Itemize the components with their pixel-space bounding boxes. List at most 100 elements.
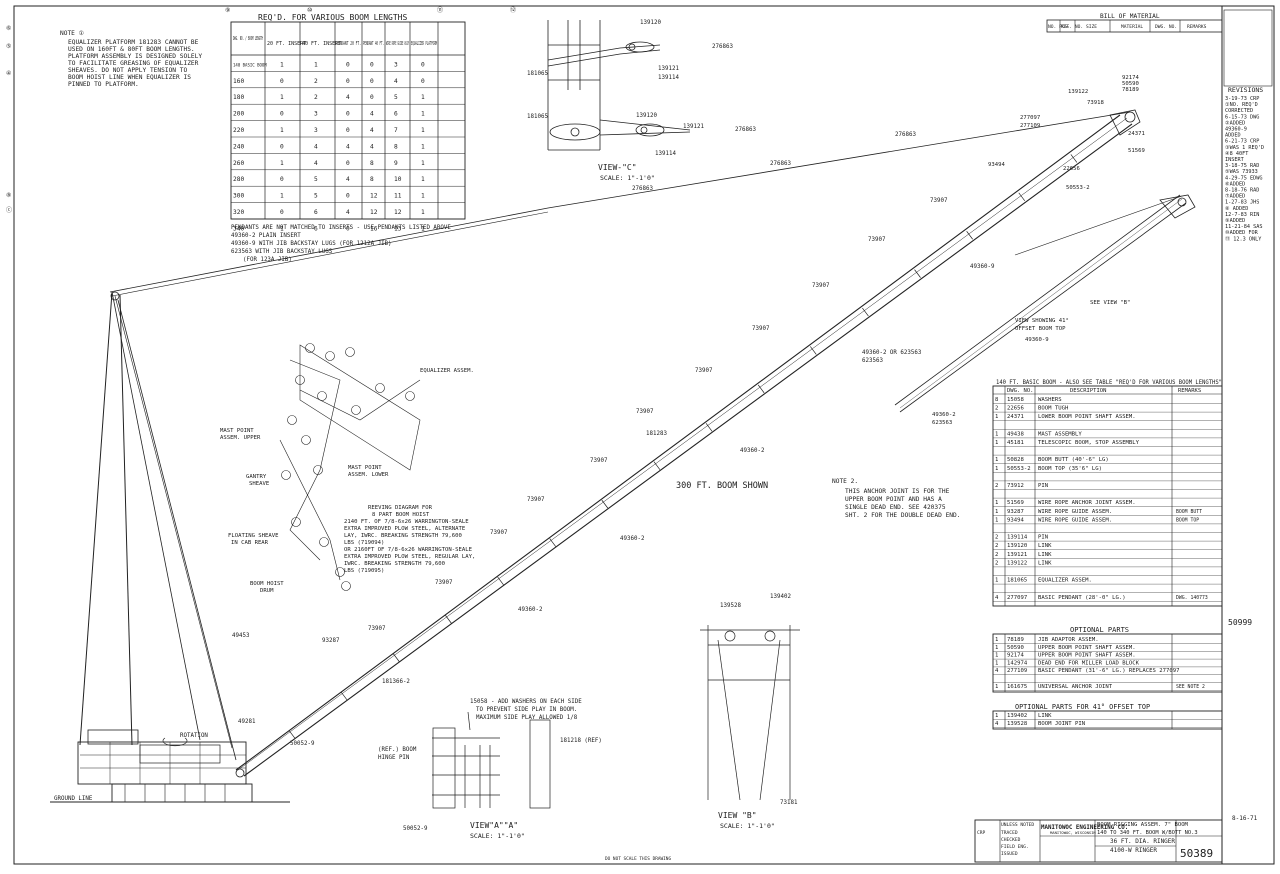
lengths-cell: 10 bbox=[394, 176, 402, 183]
callout-label: 139528 bbox=[720, 603, 741, 609]
sheave bbox=[341, 581, 351, 591]
svg-text:⑪: ⑪ bbox=[437, 6, 443, 14]
mast-point-upper-label: ASSEM. UPPER bbox=[220, 435, 261, 441]
sheave bbox=[313, 465, 323, 475]
reeving-note-line: LBS (719095) bbox=[344, 568, 384, 574]
revision-entry: ⑦ADDED bbox=[1225, 194, 1245, 200]
boom-hoist-drum-label: DRUM bbox=[260, 588, 274, 594]
lengths-col-header: PENDANT 40 FT. bbox=[363, 41, 384, 47]
optional_parts-cell: 78189 bbox=[1007, 637, 1024, 643]
callout-label: 49360-9 bbox=[1025, 337, 1049, 343]
washer-note-line: 15058 - ADD WASHERS ON EACH SIDE bbox=[470, 699, 582, 705]
lengths-cell: 0 bbox=[346, 193, 350, 200]
washer-note-line: MAXIMUM SIDE PLAY ALLOWED 1/8 bbox=[476, 715, 578, 721]
lengths-cell: 180 bbox=[233, 94, 244, 101]
svg-text:⑫: ⑫ bbox=[510, 6, 516, 14]
gantry-sheave-label: SHEAVE bbox=[249, 481, 270, 487]
gantry-sheave-label: GANTRY bbox=[246, 474, 267, 480]
revision-entry: 11-21-84 SAS bbox=[1225, 224, 1262, 230]
parts_140-cell: BOOM TOP bbox=[1176, 517, 1199, 523]
callout-label: 181065 bbox=[527, 114, 548, 120]
parts_140-cell: 93494 bbox=[1007, 517, 1024, 523]
pendants-note-line: 623563 WITH JIB BACKSTAY LUGS bbox=[231, 249, 333, 255]
note-2-line: SINGLE DEAD END. SEE 420375 bbox=[845, 504, 946, 511]
parts_140-cell: 45181 bbox=[1007, 440, 1024, 446]
optional_parts-cell: UPPER BOOM POINT SHAFT ASSEM. bbox=[1038, 645, 1136, 651]
parts_140-cell: 50553-2 bbox=[1007, 466, 1031, 472]
parts_140-cell: 93287 bbox=[1007, 509, 1024, 515]
callout-label: 49360-2 bbox=[932, 412, 956, 418]
boom-joint bbox=[601, 499, 609, 509]
reeving-labels: EQUALIZER ASSEM. MAST POINT ASSEM. UPPER… bbox=[220, 368, 475, 594]
optional_parts-cell: BASIC PENDANT (31'-6" LG.) REPLACES 2770… bbox=[1038, 668, 1179, 674]
revision-entry: ⑥ADDED bbox=[1225, 181, 1245, 187]
optional_parts-cell: UNIVERSAL ANCHOR JOINT bbox=[1038, 684, 1113, 690]
lengths-cell: 0 bbox=[370, 78, 374, 85]
callout-label: 276863 bbox=[735, 127, 756, 133]
note-1-line: BOOM HOIST LINE WHEN EQUALIZER IS bbox=[68, 74, 191, 81]
lengths-cell: 0 bbox=[421, 78, 425, 85]
crane-structure bbox=[50, 109, 1196, 803]
parts_140-cell: EQUALIZER ASSEM. bbox=[1038, 578, 1092, 584]
note-1-title: NOTE ① bbox=[60, 30, 84, 37]
revision-entry: 3-19-73 CRP bbox=[1225, 96, 1259, 102]
callout-label: 49360-2 bbox=[740, 448, 764, 454]
boom-joint bbox=[914, 269, 921, 278]
parts_140-cell: 139114 bbox=[1007, 535, 1028, 541]
revision-entry: ①NO. REQ'D bbox=[1225, 102, 1258, 108]
lengths-cell: 6 bbox=[314, 209, 318, 216]
boom-joint bbox=[966, 231, 973, 240]
note-1-line: PLATFORM ASSEMBLY IS DESIGNED SOLELY bbox=[68, 53, 202, 60]
revision-entry: ③WAS 1 REQ'D bbox=[1225, 145, 1264, 151]
lengths-cell: 4 bbox=[370, 127, 374, 134]
revision-entry: 8-18-76 RAD bbox=[1225, 188, 1259, 194]
revision-entry: ADDED bbox=[1225, 133, 1241, 139]
parts_140-cell: 2 bbox=[995, 560, 998, 566]
lengths-cell: 1 bbox=[314, 61, 318, 68]
view-c-scale: SCALE: 1"-1'0" bbox=[600, 174, 655, 182]
sheave bbox=[345, 347, 355, 357]
revision-entry: ⑤WAS 73933 bbox=[1225, 169, 1258, 175]
view-aa-scale: SCALE: 1"-1'0" bbox=[470, 832, 525, 840]
drawing-title-line3: 36 FT. DIA. RINGER bbox=[1110, 838, 1175, 845]
lengths-col-header: WIRE ROPE GUIDE ASSY bbox=[386, 41, 409, 47]
drawing-title-line2: 140 TO 340 FT. BOOM W/BOTT NO.3 bbox=[1097, 830, 1198, 836]
svg-text:⑨: ⑨ bbox=[225, 7, 230, 14]
sheave bbox=[319, 537, 329, 547]
callout-label: 49360-9 bbox=[970, 264, 995, 270]
callout-label: 139120 bbox=[640, 20, 661, 26]
parts_140-cell: 1 bbox=[995, 414, 998, 420]
optional_parts-cell: SEE NOTE 2 bbox=[1176, 684, 1205, 690]
floating-sheave-label: FLOATING SHEAVE bbox=[228, 533, 279, 539]
bom-col: REMARKS bbox=[1187, 24, 1207, 30]
revision-entry: ⑩ADDED FOR bbox=[1225, 230, 1259, 236]
parts_140-cell: 1 bbox=[995, 578, 998, 584]
note-1: NOTE ① EQUALIZER PLATFORM 181283 CANNOT … bbox=[60, 30, 202, 88]
view-b-scale: SCALE: 1"-1'0" bbox=[720, 822, 775, 830]
sheave bbox=[405, 391, 415, 401]
lengths-cell: 160 bbox=[233, 78, 244, 85]
company-name: MANITOWOC ENGINEERING CO. bbox=[1041, 825, 1128, 831]
lengths-cell: 2 bbox=[314, 78, 318, 85]
sheave bbox=[351, 405, 361, 415]
lengths-cell: 0 bbox=[346, 78, 350, 85]
bom-col: DWG. NO. bbox=[1155, 24, 1177, 30]
revision-entry: INSERT bbox=[1225, 157, 1244, 163]
lengths-cell: 240 bbox=[233, 143, 244, 150]
view-b-detail bbox=[700, 625, 800, 801]
parts_140-cell: 4 bbox=[995, 595, 999, 601]
callout-label: 93494 bbox=[988, 162, 1005, 168]
callout-label: 93287 bbox=[322, 638, 340, 644]
callout-label: 73907 bbox=[435, 580, 453, 586]
lengths-cell: 6 bbox=[394, 111, 398, 118]
note-1-line: USED ON 160FT & 80FT BOOM LENGTHS. bbox=[68, 46, 195, 53]
side-dwg-number: 50999 bbox=[1228, 618, 1252, 627]
parts_140-cell: PIN bbox=[1038, 535, 1048, 541]
lengths-cell: 4 bbox=[346, 94, 350, 101]
title-block: UNLESS NOTED CRP TRACED CHECKED FIELD EN… bbox=[605, 819, 1223, 863]
callout-label: 276863 bbox=[632, 186, 653, 192]
revision-entry: 4-29-75 EDWG bbox=[1225, 175, 1262, 181]
